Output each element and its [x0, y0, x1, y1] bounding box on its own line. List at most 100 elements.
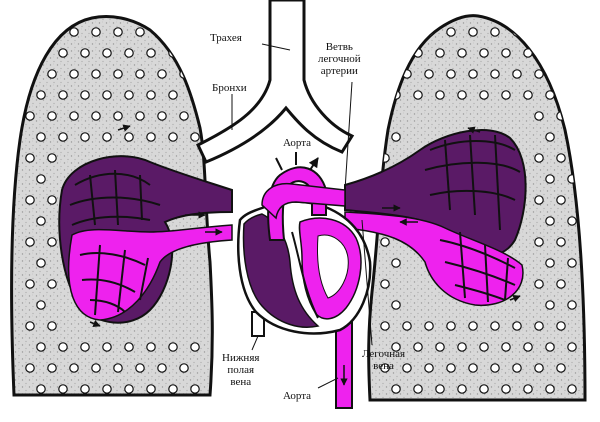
label-pulmonary-vein: Легочная вена — [362, 348, 405, 372]
label-bronchi: Бронхи — [212, 82, 247, 94]
label-trachea: Трахея — [210, 32, 242, 44]
left-ventricle-inner — [317, 234, 349, 299]
alveolus — [391, 48, 401, 58]
alveolus — [457, 48, 467, 58]
alveolus — [102, 132, 112, 142]
leader-inferior-vena-cava — [251, 335, 259, 351]
alveolus — [36, 174, 46, 184]
alveolus — [25, 27, 35, 37]
alveolus — [380, 111, 390, 121]
alveolus — [567, 342, 577, 352]
leader-pulmonary-artery — [344, 81, 353, 191]
alveolus — [80, 384, 90, 394]
alveolus — [168, 342, 178, 352]
leader-aorta-bottom — [317, 377, 339, 389]
right-capillary-mesh — [424, 134, 521, 303]
alveolus — [102, 48, 112, 58]
alveolus — [113, 111, 123, 121]
capillary — [139, 174, 143, 221]
alveolus — [168, 90, 178, 100]
capillary — [81, 278, 136, 293]
alveolus — [102, 90, 112, 100]
capillary — [89, 299, 126, 313]
alveolus — [545, 300, 555, 310]
capillary — [94, 244, 101, 316]
leader-trachea — [261, 43, 291, 51]
alveolus — [380, 27, 390, 37]
alveolus — [157, 27, 167, 37]
alveolus — [91, 27, 101, 37]
alveolus — [36, 216, 46, 226]
alveolus — [36, 132, 46, 142]
alveolus — [534, 321, 544, 331]
alveolus — [25, 69, 35, 79]
right-vessel-lower-arterial — [344, 211, 524, 307]
alveolus — [402, 363, 412, 373]
alveolus — [25, 279, 35, 289]
left-capillary-mesh — [69, 169, 161, 316]
alveolus — [391, 300, 401, 310]
alveolus — [479, 48, 489, 58]
capillary — [469, 134, 476, 216]
alveolus — [102, 384, 112, 394]
label-aorta-top: Аорта — [283, 137, 312, 149]
alveolus — [556, 321, 566, 331]
alveolus — [490, 27, 500, 37]
label-inferior-vena-cava: Нижняя полая вена — [222, 352, 259, 388]
alveolus — [91, 363, 101, 373]
alveolus — [468, 27, 478, 37]
alveolus — [47, 321, 57, 331]
alveolus — [124, 384, 134, 394]
alveolus — [556, 363, 566, 373]
alveolus — [545, 258, 555, 268]
alveolus — [25, 363, 35, 373]
alveolus — [490, 69, 500, 79]
alveolus — [380, 69, 390, 79]
alveolus — [424, 363, 434, 373]
alveolus — [534, 69, 544, 79]
alveolus — [179, 27, 189, 37]
alveolus — [47, 69, 57, 79]
capillary — [459, 231, 466, 299]
alveolus — [545, 342, 555, 352]
alveolus — [446, 363, 456, 373]
capillary — [69, 196, 161, 206]
alveolus — [556, 153, 566, 163]
alveolus — [58, 342, 68, 352]
alveolus — [490, 321, 500, 331]
alveolus — [435, 90, 445, 100]
capillary — [454, 284, 506, 301]
alveolus — [69, 69, 79, 79]
alveolus — [36, 300, 46, 310]
alveolus — [36, 90, 46, 100]
alveolus — [91, 69, 101, 79]
flow-arrow — [117, 124, 131, 132]
alveolus — [25, 111, 35, 121]
alveolus — [446, 321, 456, 331]
alveolus — [457, 384, 467, 394]
alveolus — [523, 90, 533, 100]
alveolus — [435, 384, 445, 394]
alveolus — [69, 363, 79, 373]
trachea-and-bronchi — [196, 0, 355, 164]
alveolus — [113, 69, 123, 79]
alveolus — [190, 48, 200, 58]
alveolus — [512, 69, 522, 79]
alveolus — [391, 342, 401, 352]
alveolus — [135, 363, 145, 373]
alveolus — [380, 321, 390, 331]
alveolus — [36, 48, 46, 58]
right-pulmonary-vessels — [344, 128, 527, 307]
alveolus — [567, 384, 577, 394]
alveolus — [545, 48, 555, 58]
alveolus — [479, 90, 489, 100]
alveolus — [468, 321, 478, 331]
alveolus — [468, 69, 478, 79]
alveolus — [47, 195, 57, 205]
left-vessel-lower-arterial — [67, 224, 233, 321]
alveolus — [124, 90, 134, 100]
alveolus — [157, 363, 167, 373]
capillary — [139, 257, 149, 301]
alveolus — [102, 342, 112, 352]
